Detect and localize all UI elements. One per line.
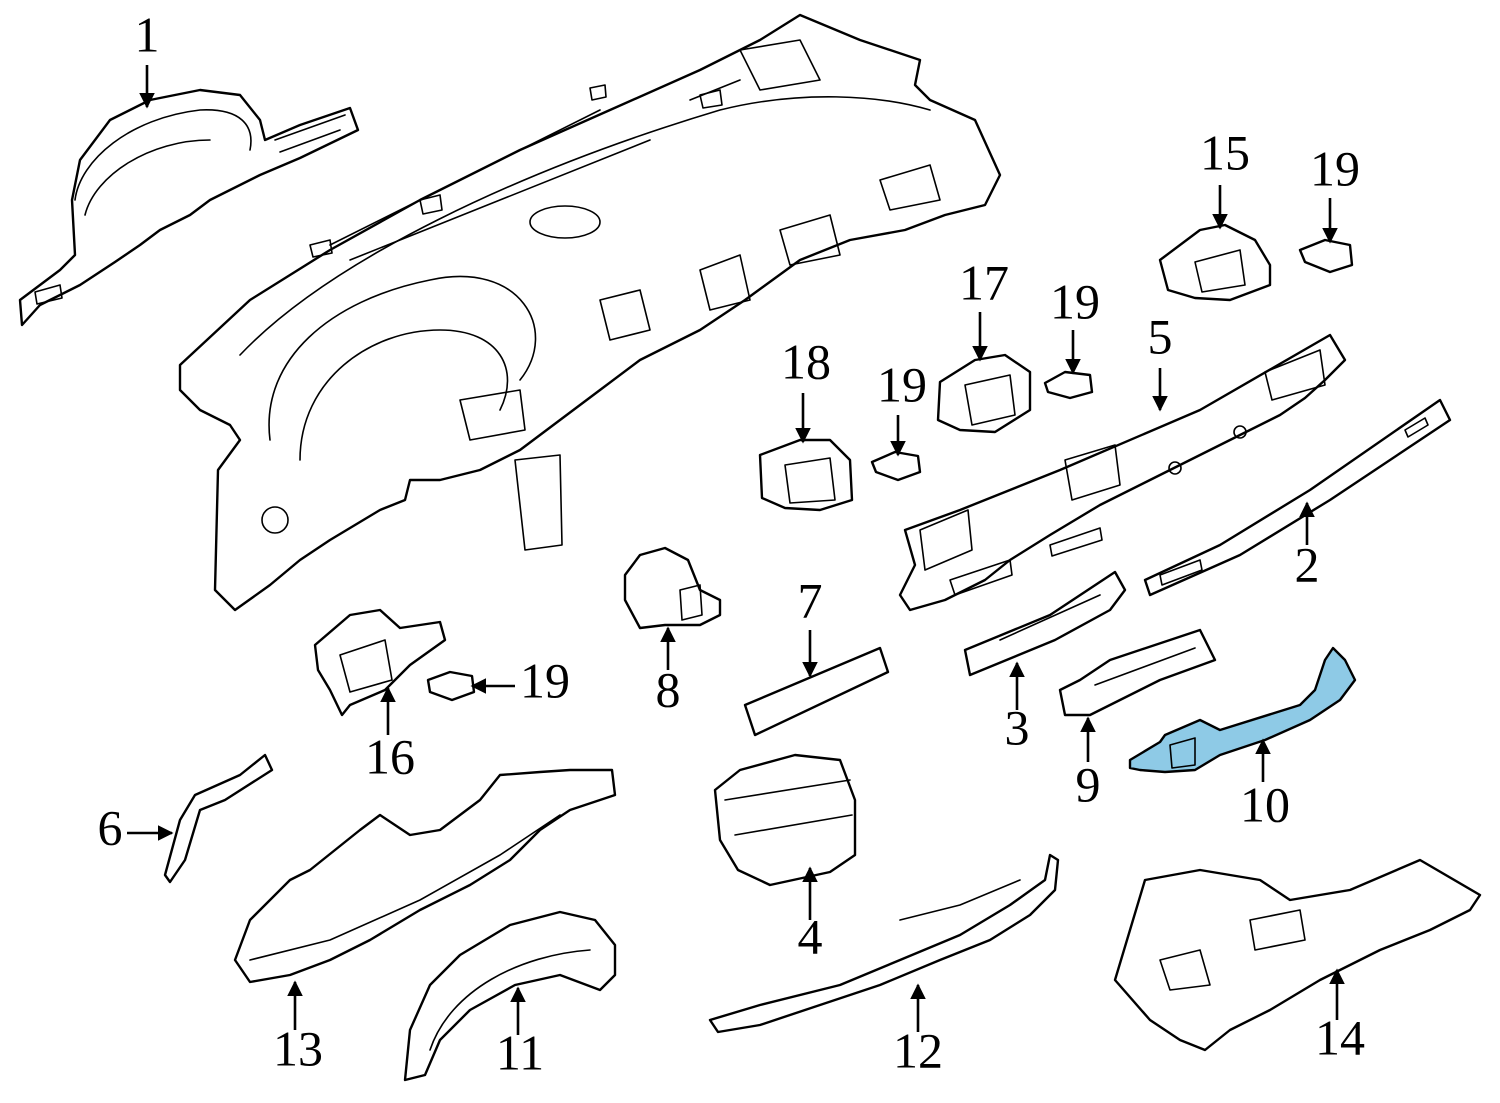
center-air-vent-lower-part [758, 438, 854, 512]
callout-19d: 19 [520, 652, 570, 708]
callout-19b: 19 [1050, 273, 1100, 329]
callout-13: 13 [273, 1020, 323, 1076]
callout-16: 16 [365, 728, 415, 784]
upper-trim-panel-part [898, 333, 1347, 612]
knee-trim-part [708, 853, 1060, 1034]
callout-8: 8 [656, 661, 681, 717]
lower-panel-right-part [1113, 858, 1482, 1052]
switch-panel-part [1058, 628, 1217, 717]
callout-5: 5 [1148, 308, 1173, 364]
lower-support-left-part [233, 768, 617, 984]
callout-14: 14 [1315, 1009, 1365, 1065]
right-air-vent-part [1158, 223, 1272, 302]
callout-15: 15 [1200, 124, 1250, 180]
clip-part-c [870, 450, 922, 482]
callout-2: 2 [1295, 536, 1320, 592]
callout-9: 9 [1076, 756, 1101, 812]
clip-part-b [1043, 370, 1094, 400]
long-trim-strip-part [1143, 398, 1452, 597]
clip-part-d [426, 670, 476, 702]
callout-11: 11 [496, 1024, 544, 1080]
callout-10: 10 [1240, 776, 1290, 832]
storage-module-part [713, 753, 857, 887]
callout-19c: 19 [877, 356, 927, 412]
callout-4: 4 [798, 908, 823, 964]
instrument-cluster-housing-part [18, 88, 360, 327]
callout-17: 17 [959, 254, 1009, 310]
callout-6: 6 [98, 799, 123, 855]
lower-trim-highlighted-part [1128, 646, 1357, 774]
steering-column-cover-part [403, 910, 617, 1082]
callout-labels: 1 2 3 4 5 6 7 8 9 10 11 12 13 14 15 16 1… [98, 6, 1366, 1080]
trim-insert-part [963, 570, 1127, 677]
left-air-vent-part [313, 608, 447, 717]
callout-3: 3 [1005, 699, 1030, 755]
callout-12: 12 [893, 1022, 943, 1078]
callout-19a: 19 [1310, 140, 1360, 196]
bracket-part [623, 546, 722, 630]
callout-18: 18 [781, 333, 831, 389]
leader-lines [127, 65, 1345, 1035]
dashboard-carrier-part [178, 13, 1002, 612]
side-trim-piece-part [163, 753, 274, 884]
callout-7: 7 [798, 572, 823, 628]
label-pad-part [743, 646, 890, 737]
callout-1: 1 [135, 6, 160, 62]
clip-part-a [1298, 238, 1354, 274]
center-air-vent-upper-part [936, 353, 1032, 434]
